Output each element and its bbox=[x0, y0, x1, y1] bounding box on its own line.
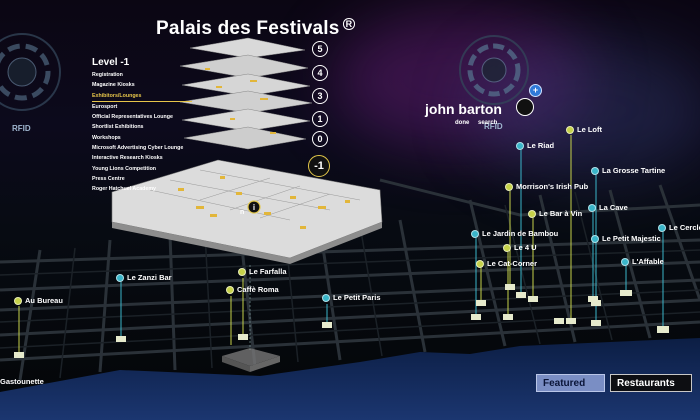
map-pin-icon bbox=[14, 296, 22, 305]
add-user-button[interactable]: + bbox=[529, 84, 542, 97]
directory-item[interactable]: Registration bbox=[92, 72, 123, 78]
map-pin-icon bbox=[476, 259, 484, 268]
poi-le-petit-paris[interactable]: Le Petit Paris bbox=[322, 293, 381, 302]
poi-le-petit-majestic[interactable]: Le Petit Majestic bbox=[591, 234, 661, 243]
poi-le-bar-a-vin[interactable]: Le Bar à Vin bbox=[528, 209, 582, 218]
featured-filter-button[interactable]: Featured bbox=[536, 374, 605, 392]
level-button-0[interactable]: 0 bbox=[312, 131, 328, 147]
poi-le-farfalla[interactable]: Le Farfalla bbox=[238, 267, 287, 276]
map-pin-icon bbox=[566, 125, 574, 134]
map-pin-icon bbox=[591, 166, 599, 175]
search-button[interactable]: search bbox=[478, 120, 498, 126]
rfid-dial-right bbox=[459, 35, 529, 105]
rfid-dial-left bbox=[0, 33, 61, 111]
svg-text:n: n bbox=[240, 209, 244, 216]
directory-item[interactable]: Microsoft Advertising Cyber Lounge bbox=[92, 145, 184, 152]
map-pin-icon bbox=[471, 229, 479, 238]
poi-caffe-roma[interactable]: Caffè Roma bbox=[226, 285, 279, 294]
poi-gastounette[interactable]: Gastounette bbox=[0, 377, 44, 386]
sea-area bbox=[0, 338, 700, 420]
level-button-1[interactable]: 1 bbox=[312, 111, 328, 127]
poi-le-riad[interactable]: Le Riad bbox=[516, 141, 554, 150]
poi-le-cat-corner[interactable]: Le Cat-Corner bbox=[476, 259, 537, 268]
restaurants-filter-button[interactable]: Restaurants bbox=[610, 374, 692, 392]
poi-laffable[interactable]: L'Affable bbox=[621, 257, 664, 266]
directory-item[interactable]: Eurosport bbox=[92, 103, 118, 110]
level-button-minus-1[interactable]: -1 bbox=[308, 155, 330, 177]
directory-item[interactable]: Roger Hatchuel Academy bbox=[92, 186, 156, 193]
rfid-label-right: RFID bbox=[484, 122, 503, 131]
map-pin-icon bbox=[591, 234, 599, 243]
floor-plan-level-minus-1: i n bbox=[111, 159, 383, 264]
poi-building-blocks bbox=[14, 284, 669, 358]
directory-item[interactable]: Workshops bbox=[92, 134, 121, 141]
poi-le-cercle[interactable]: Le Cercle bbox=[658, 223, 700, 232]
user-avatar-icon bbox=[516, 98, 534, 116]
directory-item[interactable]: Interactive Research Kiosks bbox=[92, 155, 163, 162]
map-pin-icon bbox=[505, 182, 513, 191]
building-floor-stack bbox=[179, 37, 313, 150]
map-pin-icon bbox=[621, 257, 629, 266]
rfid-label-left: RFID bbox=[12, 124, 31, 133]
directory-item[interactable]: Magazine Kiosks bbox=[92, 82, 135, 89]
directory-item[interactable]: Young Lions Competition bbox=[92, 165, 157, 172]
svg-text:i: i bbox=[253, 203, 255, 212]
directory-item-selected[interactable]: Exhibitors/Lounges bbox=[92, 91, 192, 102]
poi-au-bureau[interactable]: Au Bureau bbox=[14, 296, 63, 305]
map-pin-icon bbox=[516, 141, 524, 150]
poi-le-zanzi-bar[interactable]: Le Zanzi Bar bbox=[116, 273, 172, 282]
directory-item[interactable]: Press Centre bbox=[92, 175, 125, 182]
poi-la-cave[interactable]: La Cave bbox=[588, 203, 628, 212]
map-pin-icon bbox=[238, 267, 246, 276]
map-pin-icon bbox=[658, 223, 666, 232]
map-pin-icon bbox=[528, 209, 536, 218]
map-pin-icon bbox=[322, 293, 330, 302]
map-pin-icon bbox=[116, 273, 124, 282]
current-level-heading: Level -1 bbox=[92, 57, 130, 68]
user-name: john barton bbox=[425, 101, 502, 117]
poi-le-loft[interactable]: Le Loft bbox=[566, 125, 602, 134]
directory-item[interactable]: Official Representatives Lounge bbox=[92, 114, 173, 121]
poi-morrisons-irish-pub[interactable]: Morrison's Irish Pub bbox=[505, 182, 588, 191]
map-pin-icon bbox=[503, 243, 511, 252]
map-pin-icon bbox=[226, 285, 234, 294]
map-pin-icon bbox=[588, 203, 596, 212]
level-button-5[interactable]: 5 bbox=[312, 41, 328, 57]
street-grid bbox=[0, 178, 700, 381]
poi-la-grosse-tartine[interactable]: La Grosse Tartine bbox=[591, 166, 665, 175]
poi-le-jardin-de-bambou[interactable]: Le Jardin de Bambou bbox=[471, 229, 558, 238]
directory-item[interactable]: Shortlist Exhibitions bbox=[92, 124, 144, 131]
level-button-3[interactable]: 3 bbox=[312, 88, 328, 104]
poi-le-4-u[interactable]: Le 4 U bbox=[503, 243, 537, 252]
level-directory-list: Registration Magazine Kiosks Exhibitors/… bbox=[92, 70, 212, 195]
done-button[interactable]: done bbox=[455, 120, 470, 126]
level-button-4[interactable]: 4 bbox=[312, 65, 328, 81]
